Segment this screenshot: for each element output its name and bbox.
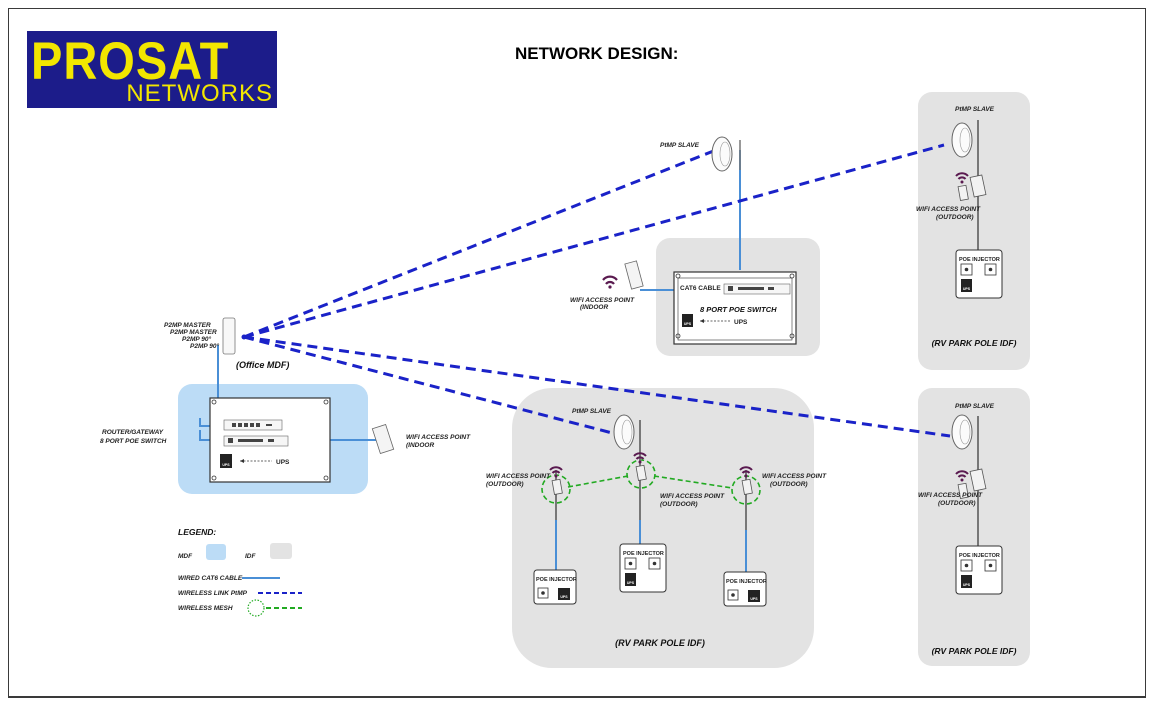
ptmp-slave-dish-right-bottom: [951, 414, 973, 450]
legend: LEGEND: MDF IDF WIRED CAT6 CABLE WIRELES…: [178, 527, 302, 617]
label-router-gateway: ROUTER/GATEWAY: [102, 429, 164, 436]
label-p2mp-master-2: P2MP MASTER: [170, 329, 217, 336]
p2mp-master-radio: [222, 317, 236, 355]
label-ups-idf: UPS: [734, 319, 748, 326]
label-p2mp-90-2: P2MP 90°: [190, 342, 219, 350]
poe-injector-mid-3: [723, 571, 767, 607]
logo-bottom-text: NETWORKS: [126, 80, 273, 107]
prosat-logo: PROSAT NETWORKS: [27, 31, 277, 108]
page-title: NETWORK DESIGN:: [515, 44, 679, 63]
label-ptmp-slave-right-bot: PtMP SLAVE: [955, 403, 995, 410]
label-8port-switch-mdf: 8 PORT POE SWITCH: [100, 438, 167, 445]
legend-idf-label: IDF: [245, 553, 257, 560]
label-rv-park-rt: (RV PARK POLE IDF): [932, 338, 1017, 348]
label-ups-mdf: UPS: [276, 459, 290, 466]
label-rv-park-mid: (RV PARK POLE IDF): [615, 638, 705, 648]
legend-mdf-swatch: [206, 544, 226, 560]
label-cat6-cable: CAT6 CABLE: [680, 285, 721, 292]
svg-text:UPS: UPS: [222, 463, 230, 467]
label-poe-injector-rb: POE INJECTOR: [959, 553, 1000, 559]
label-indoor-idf: (INDOOR: [580, 304, 608, 311]
label-outdoor-rt: (OUTDOOR): [936, 214, 974, 221]
ups-mdf-device: [220, 454, 232, 468]
label-wifi-ap-indoor-idf: WIFI ACCESS POINT: [570, 297, 635, 304]
ptmp-slave-dish-top: [711, 136, 733, 172]
label-outdoor-m2: (OUTDOOR): [660, 501, 698, 508]
label-poe-injector-rt: POE INJECTOR: [959, 257, 1000, 263]
label-ptmp-slave-right-top: PtMP SLAVE: [955, 106, 995, 113]
mdf-rack: UPS UPS: [209, 397, 331, 483]
wireless-ptmp-links: [243, 143, 951, 438]
wifi-ap-indoor-idf: [602, 260, 644, 290]
label-wifi-ap-outdoor-rt: WIFI ACCESS POINT: [916, 206, 981, 213]
label-outdoor-m1: (OUTDOOR): [486, 481, 524, 488]
poe-injector-mid-1: [533, 569, 577, 605]
label-ptmp-slave-top: PtMP SLAVE: [660, 142, 700, 149]
label-wifi-ap-outdoor-rb: WIFI ACCESS POINT: [918, 492, 983, 499]
legend-wireless-link-label: WIRELESS LINK PtMP: [178, 590, 248, 597]
label-wifi-ap-outdoor-m3: WIFI ACCESS POINT: [762, 473, 827, 480]
label-outdoor-m3: (OUTDOOR): [770, 481, 808, 488]
label-wifi-ap-outdoor-m1: WIFI ACCESS POINT: [486, 473, 551, 480]
label-indoor-mdf: (INDOOR: [406, 442, 434, 449]
idf-zone-middle: [512, 388, 814, 668]
idf-zone-right-bottom: [918, 388, 1030, 666]
legend-title: LEGEND:: [178, 527, 216, 537]
label-outdoor-rb: (OUTDOOR): [938, 500, 976, 507]
label-p2mp-master-1: P2MP MASTER: [164, 322, 211, 329]
ptmp-slave-dish-mid: [613, 414, 635, 450]
legend-wireless-mesh-label: WIRELESS MESH: [178, 605, 233, 612]
label-ptmp-slave-mid: PtMP SLAVE: [572, 408, 612, 415]
idf-rack-center: UPS UPS: [673, 271, 797, 345]
label-p2mp-90-1: P2MP 90°: [182, 335, 211, 343]
legend-wired-label: WIRED CAT6 CABLE: [178, 575, 243, 582]
page-frame: [8, 8, 1146, 698]
label-rv-park-rb: (RV PARK POLE IDF): [932, 646, 1017, 656]
logo-top-text: PROSAT: [31, 31, 230, 91]
ptmp-slave-dish-right-top: [951, 122, 973, 158]
label-poe-injector-m3: POE INJECTOR: [726, 579, 767, 585]
legend-mdf-label: MDF: [178, 553, 193, 560]
svg-text:UPS: UPS: [684, 322, 692, 326]
legend-idf-swatch: [270, 543, 292, 559]
label-poe-injector-m1: POE INJECTOR: [536, 577, 577, 583]
legend-wireless-mesh-circle: [247, 599, 265, 617]
wifi-ap-indoor-mdf: [371, 423, 395, 455]
label-poe-injector-m2: POE INJECTOR: [623, 551, 664, 557]
idf-zone-right-top: [918, 92, 1030, 370]
label-office-mdf: (Office MDF): [236, 360, 289, 370]
label-wifi-ap-outdoor-m2: WIFI ACCESS POINT: [660, 493, 725, 500]
label-8port-switch-idf: 8 PORT POE SWITCH: [700, 305, 777, 314]
label-wifi-ap-indoor-mdf: WIFI ACCESS POINT: [406, 434, 471, 441]
